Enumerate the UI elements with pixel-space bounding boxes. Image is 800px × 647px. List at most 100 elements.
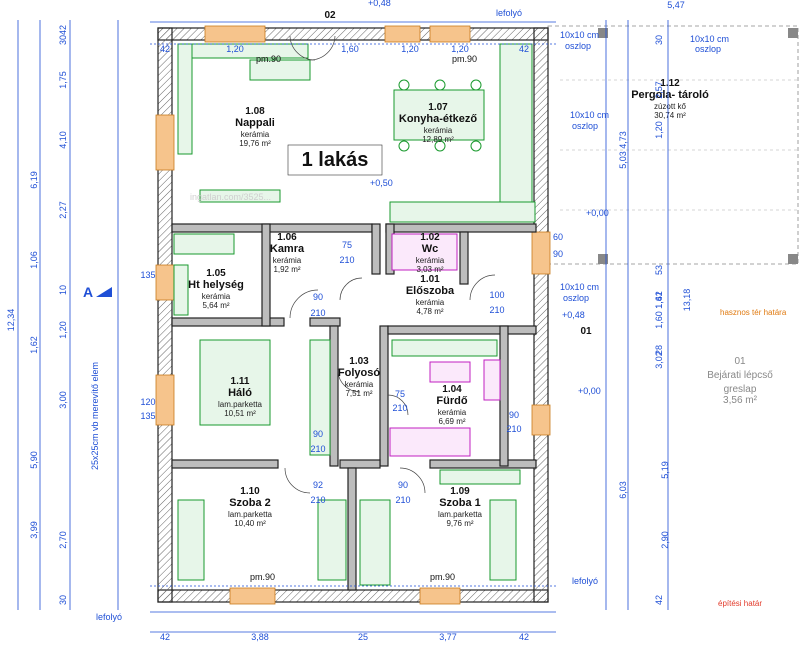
room-material: kerámia <box>438 408 467 417</box>
dimension-label: 1,20 <box>226 44 244 54</box>
dimension-label: 100 <box>489 290 504 300</box>
column-marker <box>598 254 608 264</box>
room-id: 1.06 <box>277 232 297 243</box>
room-area: 6,69 m² <box>438 417 465 426</box>
dimension-label: 1,62 <box>654 291 664 309</box>
dimension-label: 6,03 <box>618 481 628 499</box>
dimension-label: 42 <box>58 25 68 35</box>
room-id: 1.07 <box>428 102 448 113</box>
column-note: 10x10 cm <box>560 30 599 40</box>
dimension-label: 75 <box>342 240 352 250</box>
dimension-label: 42 <box>519 632 529 642</box>
room-name: Pergola- tároló <box>631 89 709 101</box>
room-id: 1.03 <box>349 356 369 367</box>
room-material: kerámia <box>416 298 445 307</box>
room-material: kerámia <box>345 380 374 389</box>
dimension-label: 90 <box>553 249 563 259</box>
room-id: 1.05 <box>206 268 226 279</box>
dimension-label: 42 <box>160 632 170 642</box>
dimension-label: 5,47 <box>667 0 685 10</box>
drain-note: lefolyó <box>572 576 598 586</box>
watermark: ingatlan.com/3525... <box>190 192 271 202</box>
level-mark: +0,50 <box>370 178 393 188</box>
section-arrow-icon <box>96 287 112 297</box>
dimension-label: 30 <box>58 35 68 45</box>
dimension-label: 6,19 <box>29 171 39 189</box>
room-material: kerámia <box>241 130 270 139</box>
room-name: Kamra <box>270 243 305 255</box>
room-material: kerámia <box>273 256 302 265</box>
room-name: Háló <box>228 387 252 399</box>
dimension-label: 210 <box>339 255 354 265</box>
room-area: 4,78 m² <box>416 307 443 316</box>
dimension-label: 53 <box>654 265 664 275</box>
dimension-label: 210 <box>489 305 504 315</box>
dimension-label: 25 <box>358 632 368 642</box>
column-note: oszlop <box>695 44 721 54</box>
dimension-label: 3,88 <box>251 632 269 642</box>
usable-space-note: hasznos tér határa <box>720 308 787 317</box>
room-area: 10,51 m² <box>224 409 256 418</box>
level-mark: +0,00 <box>578 386 601 396</box>
interior-walls <box>171 223 537 591</box>
level-mark: +0,00 <box>586 208 609 218</box>
dimension-label: 90 <box>313 292 323 302</box>
windows <box>155 25 551 605</box>
room-area: 10,40 m² <box>234 519 266 528</box>
room-material: lam.parketta <box>438 510 483 519</box>
room-area: 3,03 m² <box>416 265 443 274</box>
furniture <box>173 43 536 586</box>
annotations: 10x10 cm oszlop 10x10 cm oszlop 10x10 cm… <box>90 0 787 622</box>
radiator-label: pm.90 <box>430 572 455 582</box>
column-note: 10x10 cm <box>570 110 609 120</box>
level-mark: +0,48 <box>562 310 585 320</box>
room-id: 1.02 <box>420 232 440 243</box>
room-id: 1.09 <box>450 486 470 497</box>
stair-material: greslap <box>724 384 757 395</box>
stair-id: 01 <box>734 356 746 367</box>
room-area: 30,74 m² <box>654 111 686 120</box>
dimension-label: 2,70 <box>58 531 68 549</box>
dimension-label: 4,10 <box>58 131 68 149</box>
radiator-label: pm.90 <box>250 572 275 582</box>
room-name: Szoba 1 <box>439 497 481 509</box>
room-name: Folyosó <box>338 367 380 379</box>
room-id: 1.11 <box>231 376 250 387</box>
beam-note: 25x25cm vb merevítő elem <box>90 362 100 470</box>
column-marker <box>598 28 608 38</box>
dimension-label: 2,57 <box>654 81 664 99</box>
room-material: kerámia <box>416 256 445 265</box>
radiator-label: pm.90 <box>256 54 281 64</box>
dimension-label: 12,34 <box>6 309 16 332</box>
dimension-label: 210 <box>310 495 325 505</box>
dimension-label: 13,18 <box>682 289 692 312</box>
dimension-label: 3,00 <box>58 391 68 409</box>
dimension-label: 1,06 <box>29 251 39 269</box>
dimension-label: 28 <box>654 345 664 355</box>
room-id: 1.01 <box>420 274 440 285</box>
dimension-label: 10 <box>58 285 68 295</box>
dimension-label: 210 <box>506 424 521 434</box>
dimension-label: 5,03 <box>618 151 628 169</box>
room-name: Konyha-étkező <box>399 113 478 125</box>
column-note: oszlop <box>572 121 598 131</box>
doors <box>284 35 496 494</box>
room-material: kerámia <box>202 292 231 301</box>
room-id: 1.10 <box>240 486 260 497</box>
dimension-label: 90 <box>398 480 408 490</box>
stair-label: 01 Bejárati lépcső greslap 3,56 m² <box>707 356 773 406</box>
column-note: oszlop <box>563 293 589 303</box>
level-mark: +0,48 <box>368 0 391 8</box>
dimension-label: 3,77 <box>439 632 457 642</box>
room-name: Fürdő <box>436 395 467 407</box>
room-material: zúzott kő <box>654 102 687 111</box>
section-mark-a: A <box>83 284 93 300</box>
dimension-label: 42 <box>519 44 529 54</box>
dimension-label: 90 <box>509 410 519 420</box>
column-note: 10x10 cm <box>560 282 599 292</box>
dimension-label: 210 <box>310 444 325 454</box>
column-marker <box>788 254 798 264</box>
room-name: Ht helység <box>188 279 244 291</box>
dimension-label: 30 <box>654 35 664 45</box>
